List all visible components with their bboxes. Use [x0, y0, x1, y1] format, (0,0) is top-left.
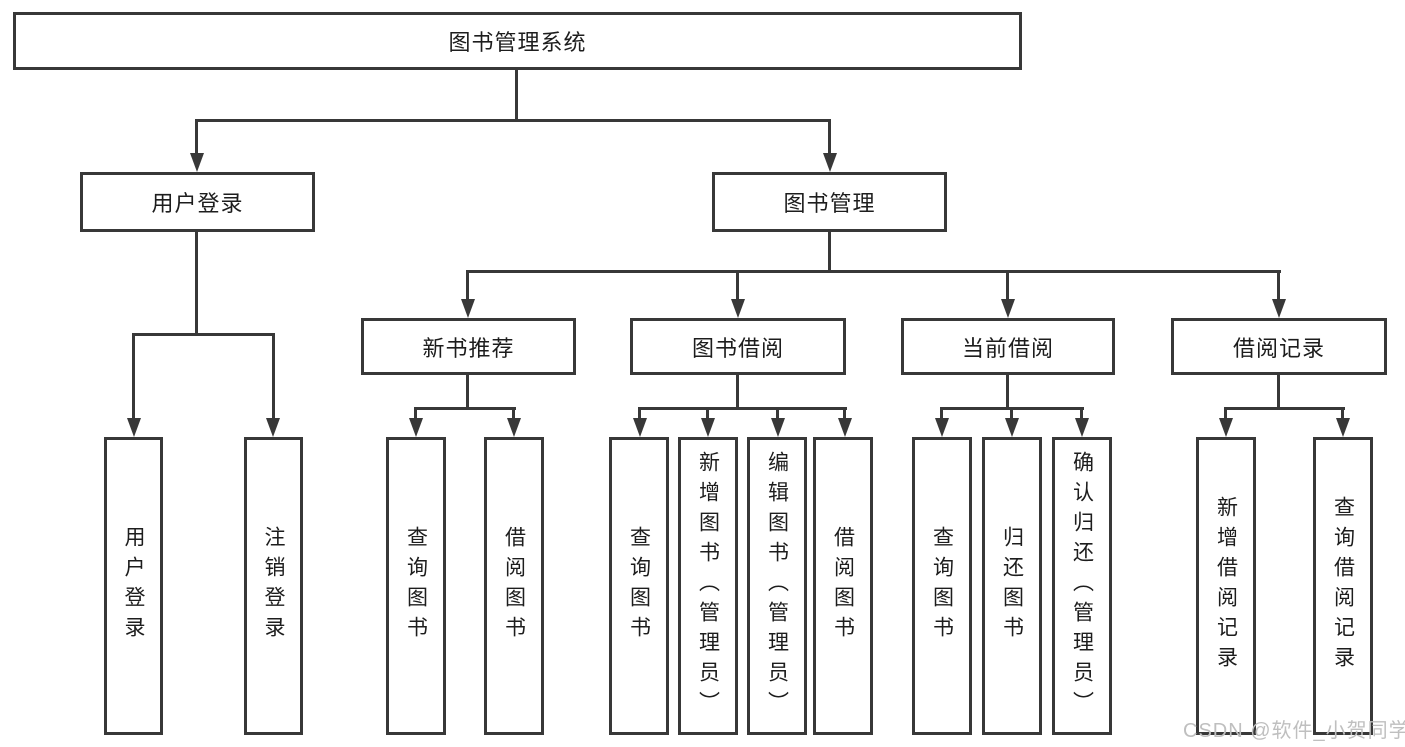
connector-line [1341, 407, 1344, 421]
connector-line [515, 70, 518, 121]
node-borrowing-records: 借阅记录 [1171, 318, 1387, 375]
connector-line [1006, 270, 1009, 302]
connector-line [195, 119, 831, 122]
node-query-books-borrowing: 查询图书 [609, 437, 669, 735]
node-label: 编辑图书（管理员） [765, 451, 789, 721]
connector-line [466, 270, 469, 302]
node-label: 图书管理系统 [448, 30, 587, 55]
connector-line [940, 407, 943, 421]
connector-line [1006, 375, 1009, 410]
node-library-management-system: 图书管理系统 [13, 12, 1022, 70]
arrowhead-down-icon [127, 418, 141, 437]
connector-line [828, 232, 831, 273]
node-label: 注销登录 [262, 526, 286, 646]
arrowhead-down-icon [1001, 299, 1015, 318]
arrowhead-down-icon [1075, 418, 1089, 437]
node-book-management: 图书管理 [712, 172, 947, 232]
node-return-books: 归还图书 [982, 437, 1042, 735]
node-label: 借阅图书 [502, 526, 526, 646]
arrowhead-down-icon [1005, 418, 1019, 437]
connector-line [638, 407, 641, 421]
node-label: 用户登录 [151, 191, 244, 216]
node-confirm-return-admin: 确认归还（管理员） [1052, 437, 1112, 735]
node-label: 新书推荐 [422, 335, 515, 361]
node-current-borrowing: 当前借阅 [901, 318, 1115, 375]
connector-line [1224, 407, 1227, 421]
connector-line [414, 407, 417, 421]
node-borrow-books-recommend: 借阅图书 [484, 437, 544, 735]
connector-line [414, 407, 516, 410]
node-add-borrow-record: 新增借阅记录 [1196, 437, 1256, 735]
node-logout: 注销登录 [244, 437, 303, 735]
node-label: 归还图书 [1000, 526, 1024, 646]
arrowhead-down-icon [771, 418, 785, 437]
node-query-books-current: 查询图书 [912, 437, 972, 735]
arrowhead-down-icon [701, 418, 715, 437]
arrowhead-down-icon [507, 418, 521, 437]
node-label: 查询图书 [404, 526, 428, 646]
node-label: 新增图书（管理员） [696, 451, 720, 721]
arrowhead-down-icon [190, 153, 204, 172]
arrowhead-down-icon [409, 418, 423, 437]
arrowhead-down-icon [1336, 418, 1350, 437]
connector-line [132, 333, 275, 336]
arrowhead-down-icon [266, 418, 280, 437]
node-user-login-leaf: 用户登录 [104, 437, 163, 735]
connector-line [1080, 407, 1083, 421]
node-label: 确认归还（管理员） [1070, 451, 1094, 721]
connector-line [466, 375, 469, 410]
node-label: 借阅记录 [1232, 335, 1325, 361]
connector-line [272, 333, 275, 421]
node-edit-books-admin: 编辑图书（管理员） [747, 437, 807, 735]
node-label: 新增借阅记录 [1214, 496, 1238, 676]
arrowhead-down-icon [1219, 418, 1233, 437]
node-label: 借阅图书 [831, 526, 855, 646]
connector-line [638, 407, 847, 410]
connector-line [1277, 375, 1280, 410]
arrowhead-down-icon [633, 418, 647, 437]
connector-line [776, 407, 779, 421]
node-label: 查询借阅记录 [1331, 496, 1355, 676]
connector-line [1277, 270, 1280, 302]
node-label: 查询图书 [627, 526, 651, 646]
connector-line [706, 407, 709, 421]
connector-line [512, 407, 515, 421]
node-new-book-recommendation: 新书推荐 [361, 318, 576, 375]
arrowhead-down-icon [935, 418, 949, 437]
node-query-books-recommend: 查询图书 [386, 437, 446, 735]
arrowhead-down-icon [461, 299, 475, 318]
connector-line [828, 119, 831, 156]
connector-line [466, 270, 1281, 273]
connector-line [1224, 407, 1345, 410]
arrowhead-down-icon [838, 418, 852, 437]
connector-line [736, 270, 739, 302]
connector-line [1010, 407, 1013, 421]
node-book-borrowing: 图书借阅 [630, 318, 846, 375]
node-user-login: 用户登录 [80, 172, 315, 232]
node-borrow-books: 借阅图书 [813, 437, 873, 735]
connector-line [736, 375, 739, 410]
connector-line [195, 119, 198, 156]
node-label: 查询图书 [930, 526, 954, 646]
node-add-books-admin: 新增图书（管理员） [678, 437, 738, 735]
node-label: 当前借阅 [961, 335, 1054, 361]
node-query-borrow-record: 查询借阅记录 [1313, 437, 1373, 735]
watermark: CSDN @软件_小贺同学 [1183, 720, 1405, 742]
node-label: 图书管理 [783, 191, 876, 216]
node-label: 用户登录 [122, 526, 146, 646]
connector-line [132, 333, 135, 421]
connector-line [195, 232, 198, 336]
node-label: 图书借阅 [691, 335, 784, 361]
arrowhead-down-icon [823, 153, 837, 172]
connector-line [843, 407, 846, 421]
arrowhead-down-icon [731, 299, 745, 318]
arrowhead-down-icon [1272, 299, 1286, 318]
